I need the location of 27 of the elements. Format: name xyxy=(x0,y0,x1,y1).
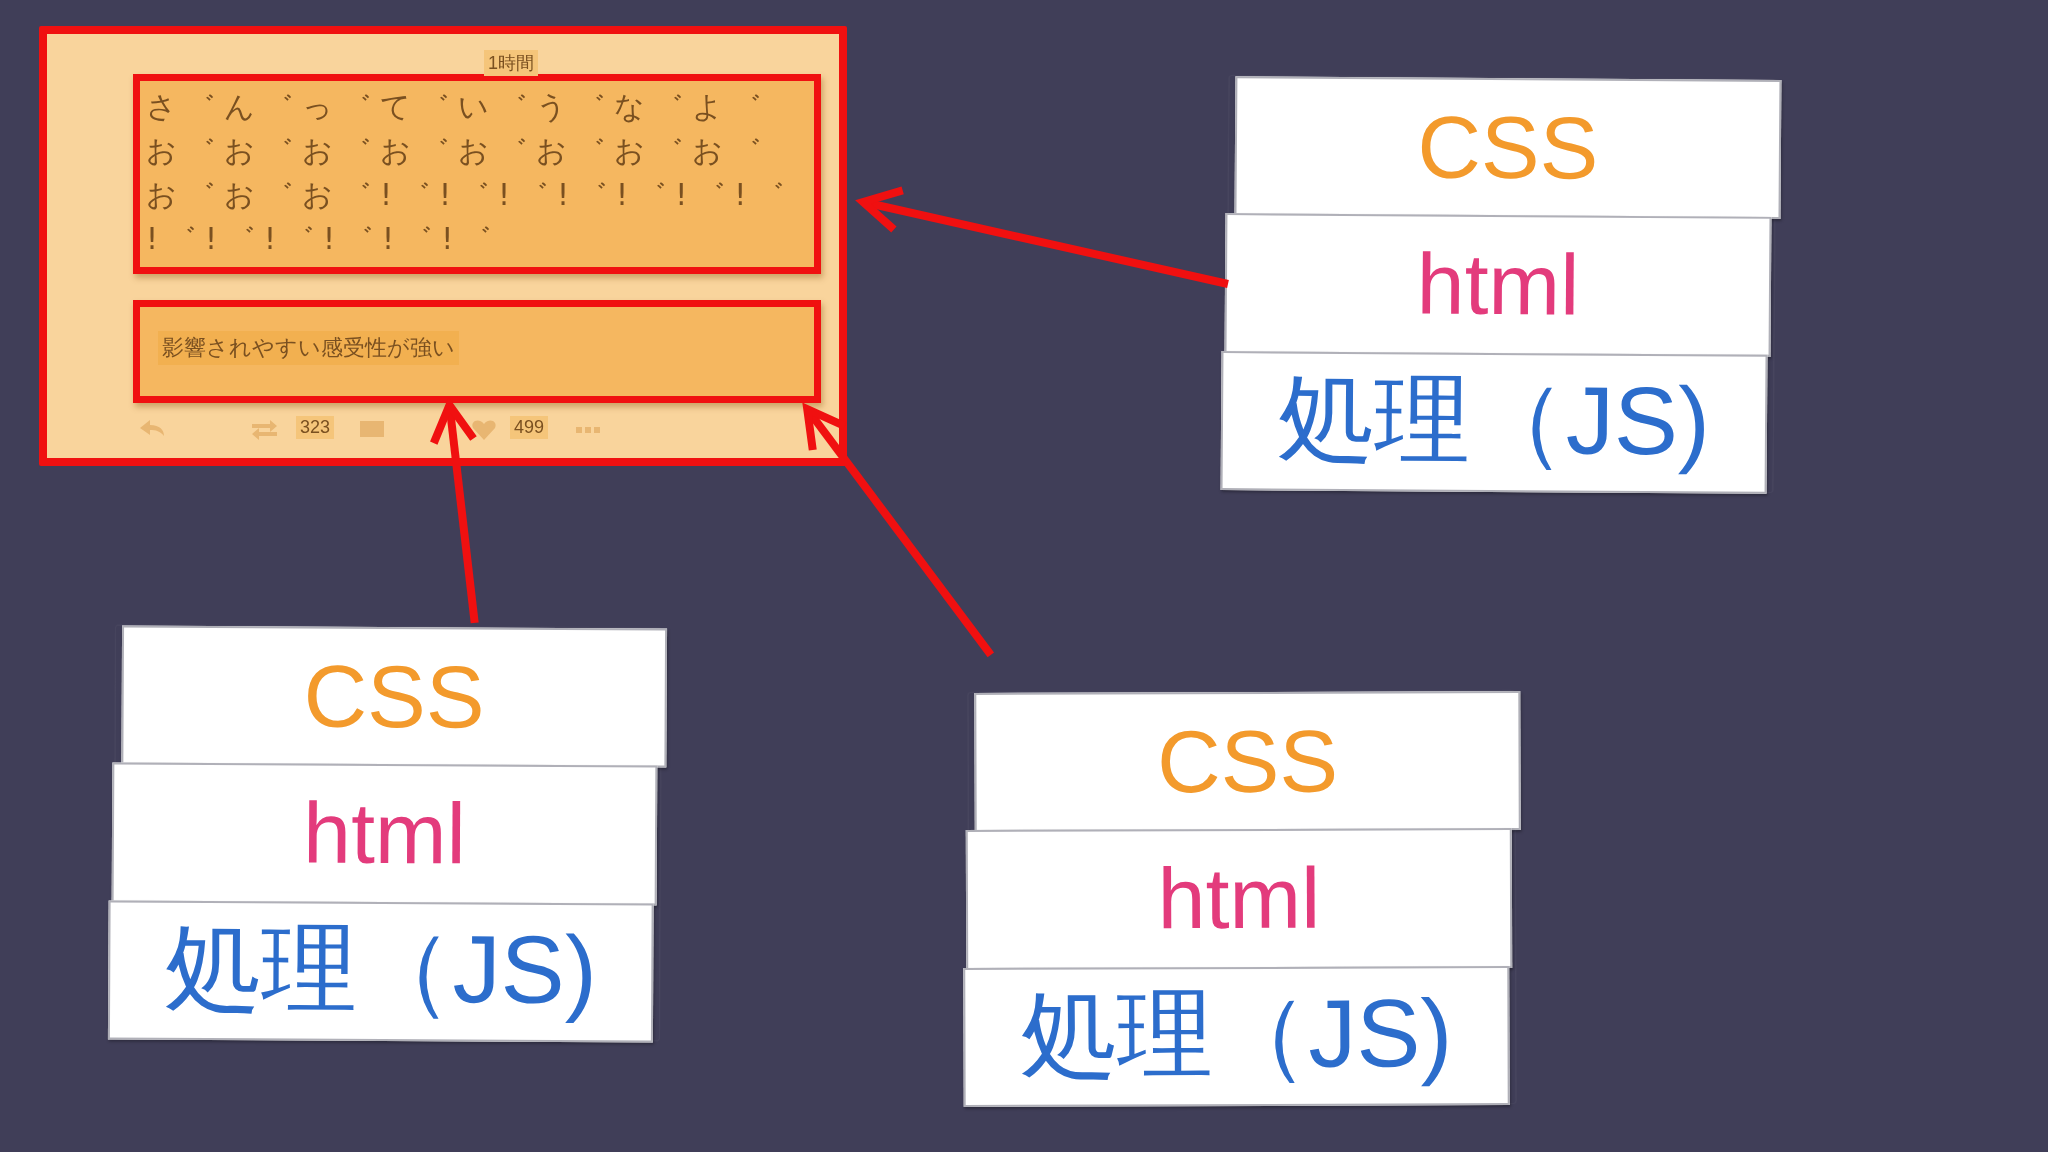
layer-card xyxy=(111,762,658,906)
layer-card xyxy=(1224,213,1772,357)
layer-label: CSS xyxy=(1417,96,1599,200)
layer-label: 処理（JS) xyxy=(164,913,598,1026)
tweet-text-highlight xyxy=(133,74,821,274)
layer-label: CSS xyxy=(1156,710,1339,813)
layer-label: html xyxy=(1157,849,1321,949)
count-label: 323 xyxy=(296,416,335,439)
quoted-tweet-highlight xyxy=(133,300,821,403)
layer-card xyxy=(121,625,668,768)
quoted-text: 影響されやすい感受性が強い xyxy=(158,331,459,365)
count-label: 499 xyxy=(510,416,549,439)
layer-card xyxy=(1234,76,1782,220)
tweet-text: さ゛ん゛っ゛て゛い゛う゛な゛よ゛お゛お゛お゛お゛お゛お゛お゛お゛お゛お゛お゛!゛!゛!゛!゛!゛!゛!゛!゛!゛!゛!゛!゛!゛ xyxy=(145,88,795,258)
layer-card xyxy=(107,900,654,1043)
layer-label: html xyxy=(303,784,466,884)
timestamp: 1時間 xyxy=(484,50,538,76)
layer-card xyxy=(974,691,1521,833)
tweet-card xyxy=(39,26,847,466)
layer-label: 処理（JS) xyxy=(1020,978,1453,1091)
layer-label: CSS xyxy=(303,645,485,749)
layer-label: html xyxy=(1416,234,1580,336)
layer-card xyxy=(963,965,1510,1107)
arrow xyxy=(803,405,995,658)
layer-card xyxy=(965,828,1513,970)
layer-card xyxy=(1220,350,1768,494)
layer-label: 処理（JS) xyxy=(1277,363,1711,477)
